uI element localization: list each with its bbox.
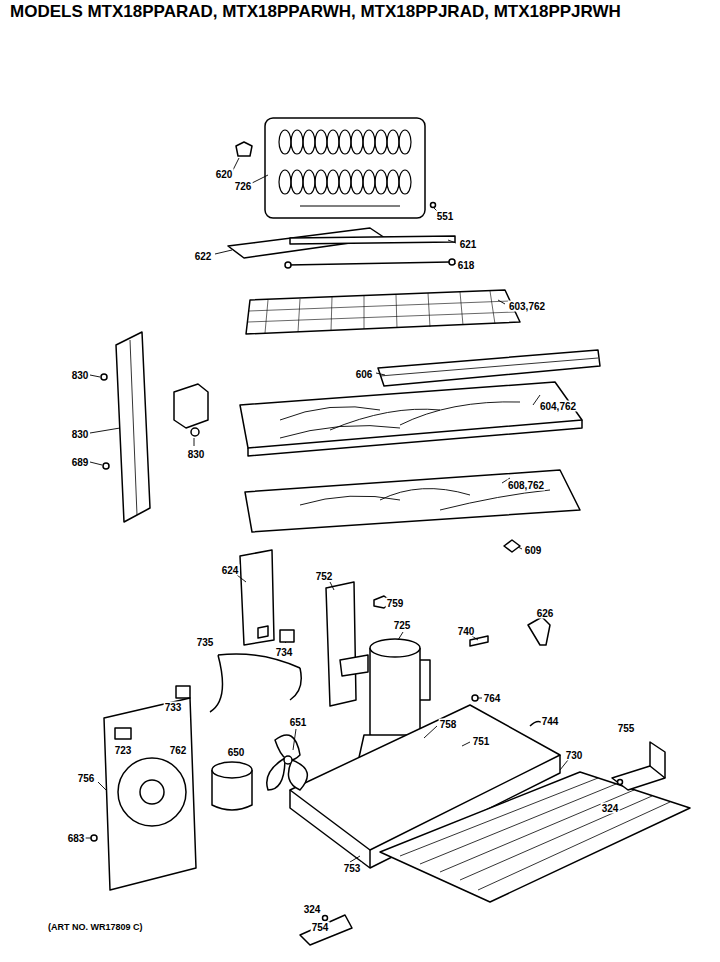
callout-number: 752 [315,571,334,582]
callout-number: 830 [71,370,90,381]
callout-number: 733 [164,702,183,713]
callout-number: 723 [114,745,133,756]
callout-number: 608,762 [507,480,545,491]
callout-number: 626 [536,608,555,619]
evaporator [265,118,425,218]
callout-number: 735 [196,637,215,648]
callout-number: 762 [169,745,188,756]
callout-number: 753 [343,863,362,874]
callout-number: 730 [565,750,584,761]
callout-number: 759 [386,598,405,609]
callout-number: 683 [67,833,86,844]
callout-number: 622 [194,251,213,262]
callout-number: 726 [234,181,253,192]
page-title: MODELS MTX18PPARAD, MTX18PPARWH, MTX18PP… [10,2,621,22]
callout-number: 606 [355,369,374,380]
callout-number: 603,762 [508,301,546,312]
callout-number: 725 [393,620,412,631]
callout-number: 758 [439,719,458,730]
callout-number: 609 [524,545,543,556]
callout-number: 621 [459,239,478,250]
callout-number: 830 [187,449,206,460]
callout-number: 324 [303,904,322,915]
art-number: (ART NO. WR17809 C) [48,922,143,932]
callout-number: 756 [77,773,96,784]
callout-number: 734 [275,647,294,658]
callout-number: 754 [311,922,330,933]
callout-number: 755 [617,723,636,734]
callout-number: 651 [289,717,308,728]
callout-number: 604,762 [539,401,577,412]
callout-number: 620 [215,169,234,180]
callout-number: 650 [227,747,246,758]
callout-number: 618 [457,260,476,271]
callout-number: 689 [71,457,90,468]
callout-number: 624 [221,565,240,576]
callout-number: 324 [601,803,620,814]
callout-number: 764 [483,693,502,704]
callout-number: 551 [436,211,455,222]
callout-number: 751 [472,736,491,747]
callout-number: 830 [71,429,90,440]
callout-number: 740 [457,626,476,637]
callout-number: 744 [541,716,560,727]
